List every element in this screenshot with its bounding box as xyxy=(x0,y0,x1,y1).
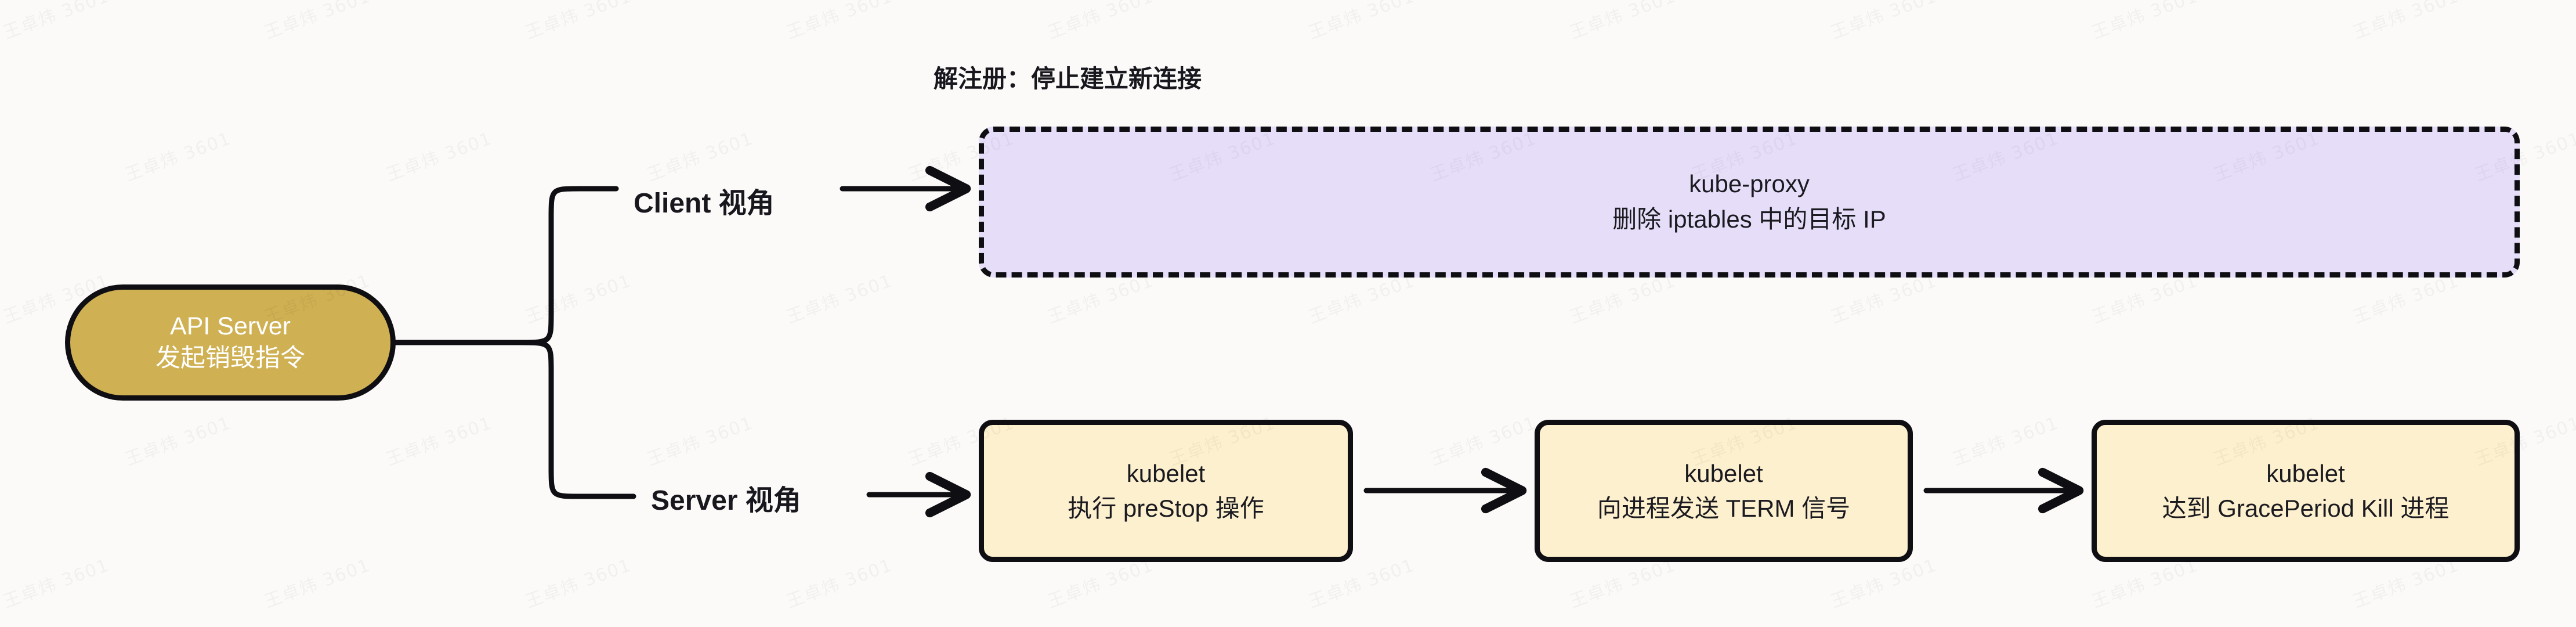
section-title-deregister: 解注册：停止建立新连接 xyxy=(933,65,1202,92)
node-kube-proxy-line2: 删除 iptables 中的目标 IP xyxy=(1612,206,1886,233)
node-kube-proxy[interactable]: kube-proxy 删除 iptables 中的目标 IP xyxy=(979,127,2520,278)
node-kubelet-kill-line2: 达到 GracePeriod Kill 进程 xyxy=(2162,494,2450,522)
edge-label-server-view: Server 视角 xyxy=(651,485,801,516)
node-kubelet-prestop-line2: 执行 preStop 操作 xyxy=(1068,494,1264,522)
edge-branch-server xyxy=(516,340,636,499)
node-kubelet-term-line1: kubelet xyxy=(1684,459,1763,487)
edge-branch-client xyxy=(516,186,619,345)
node-kubelet-term-line2: 向进程发送 TERM 信号 xyxy=(1597,494,1851,522)
node-api-server-line2: 发起销毁指令 xyxy=(155,344,305,372)
node-api-server[interactable]: API Server 发起销毁指令 xyxy=(65,284,396,401)
node-kubelet-prestop-line1: kubelet xyxy=(1126,459,1206,487)
node-kubelet-kill-line1: kubelet xyxy=(2266,459,2345,487)
edge-label-client-view: Client 视角 xyxy=(634,188,775,219)
node-kubelet-term[interactable]: kubelet 向进程发送 TERM 信号 xyxy=(1535,420,1913,562)
node-kube-proxy-line1: kube-proxy xyxy=(1689,170,1810,198)
node-kubelet-prestop[interactable]: kubelet 执行 preStop 操作 xyxy=(979,420,1353,562)
node-api-server-line1: API Server xyxy=(170,312,291,340)
node-kubelet-kill[interactable]: kubelet 达到 GracePeriod Kill 进程 xyxy=(2092,420,2520,562)
